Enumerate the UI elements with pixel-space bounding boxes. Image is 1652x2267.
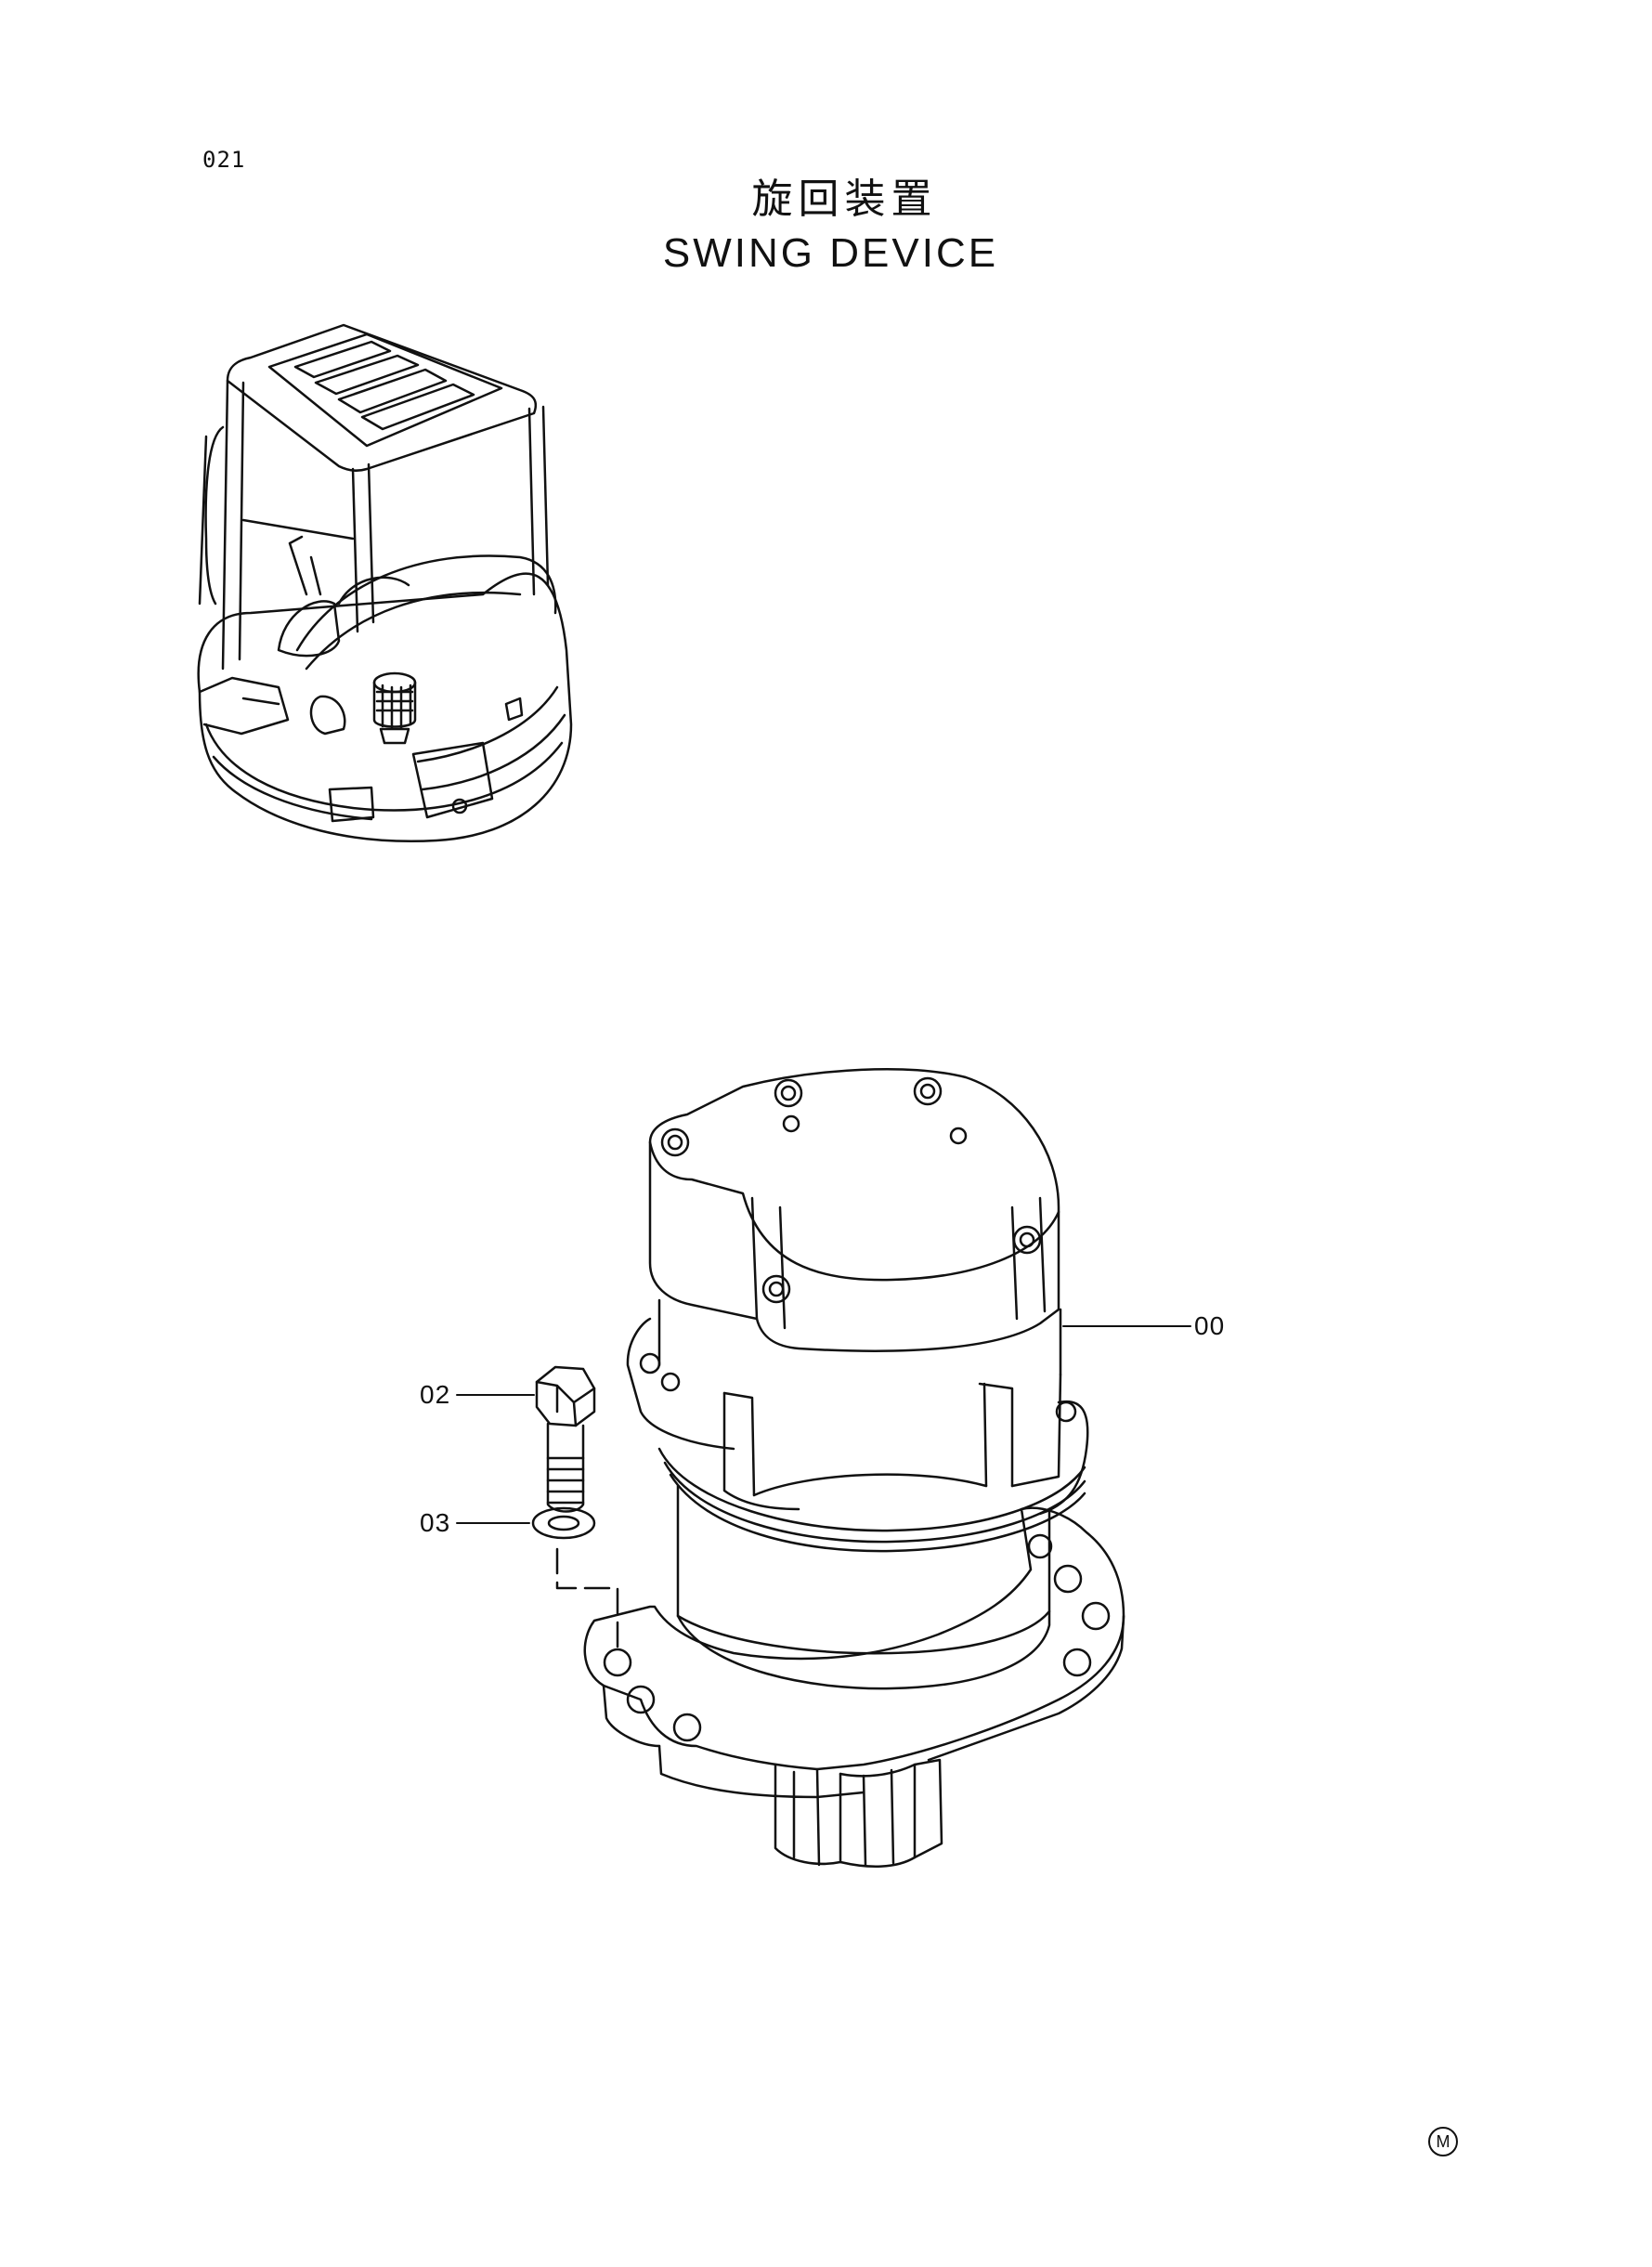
assembly-guide-line (555, 1547, 619, 1655)
filter-cap-illustration (372, 671, 417, 745)
washer-part-illustration (531, 1506, 596, 1540)
page-number: 021 (202, 147, 246, 173)
mounting-flange (583, 1506, 1125, 1799)
title-japanese: 旋回装置 (751, 176, 938, 223)
excavator-overview-illustration (197, 323, 573, 842)
callout-00: 00 (1194, 1311, 1226, 1340)
title-english: SWING DEVICE (662, 230, 999, 276)
motor-bolt-heads (660, 1076, 1042, 1304)
callout-02: 02 (420, 1380, 451, 1409)
circled-m-mark: M (1428, 2127, 1458, 2156)
page-title: 旋回装置 SWING DEVICE (0, 165, 1652, 277)
swing-device-illustration (583, 1068, 1125, 1868)
callout-03: 03 (420, 1508, 451, 1537)
pinion-gear (774, 1758, 943, 1868)
bolt-part-illustration (535, 1365, 596, 1513)
